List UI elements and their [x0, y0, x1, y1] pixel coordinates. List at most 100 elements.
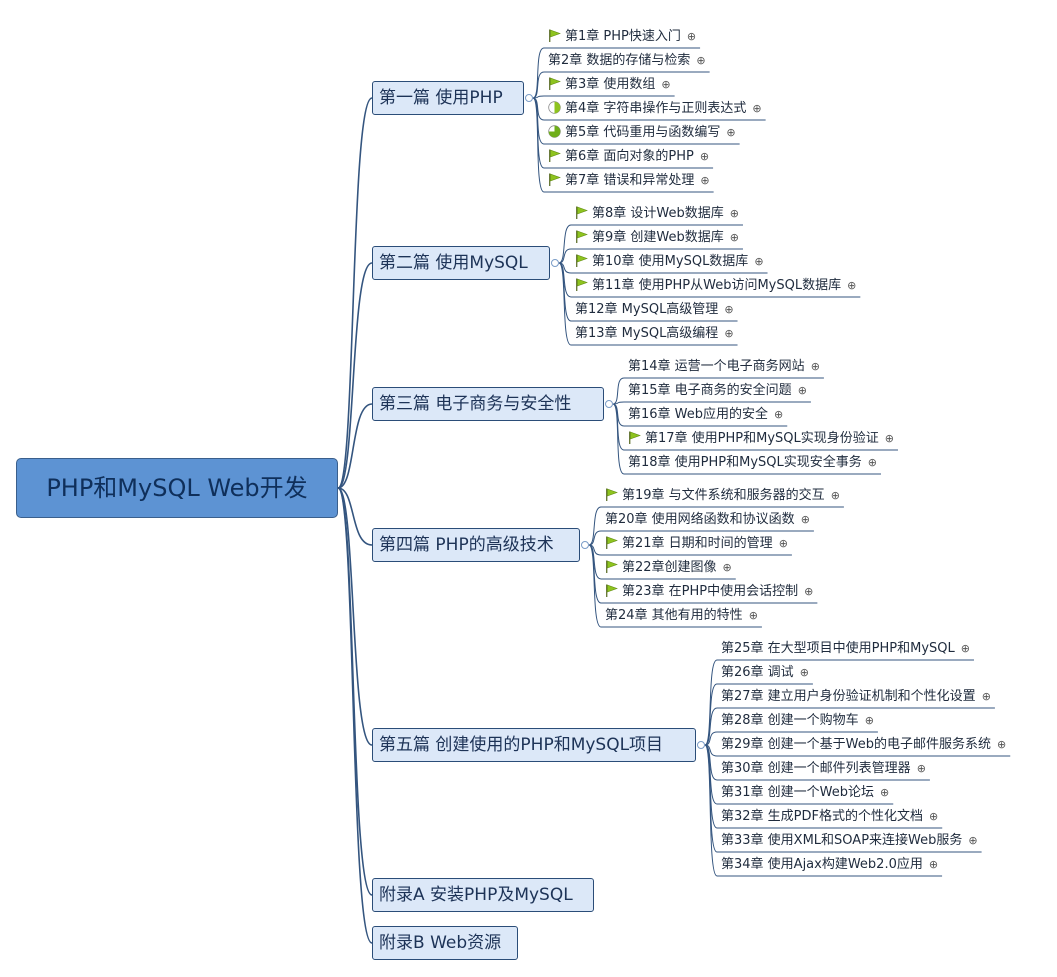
subtopic-label: 第24章 其他有用的特性 [605, 608, 743, 623]
subtopic-part1-7[interactable]: 第7章 错误和异常处理⊕ [544, 170, 714, 192]
collapse-toggle-icon[interactable] [697, 741, 705, 749]
main-topic-7[interactable]: 附录B Web资源 [372, 926, 518, 960]
subtopic-part3-2[interactable]: 第15章 电子商务的安全问题⊕ [624, 380, 811, 402]
subtopic-label: 第2章 数据的存储与检索 [548, 53, 691, 68]
collapse-toggle-icon[interactable] [551, 259, 559, 267]
expand-plus-icon[interactable]: ⊕ [810, 360, 820, 373]
subtopic-part1-3[interactable]: 第3章 使用数组⊕ [544, 74, 675, 96]
green-flag-icon [576, 206, 588, 219]
expand-plus-icon[interactable]: ⊕ [686, 30, 697, 43]
subtopic-part5-4[interactable]: 第28章 创建一个购物车 ⊕ [717, 710, 878, 732]
link-part2-sub3 [558, 262, 572, 274]
subtopic-part4-5[interactable]: 第23章 在PHP中使用会话控制⊕ [601, 581, 817, 603]
expand-plus-icon[interactable]: ⊕ [880, 786, 890, 799]
subtopic-part2-2[interactable]: 第9章 创建Web数据库⊕ [571, 227, 743, 249]
expand-plus-icon[interactable]: ⊕ [804, 585, 814, 598]
subtopic-part5-7[interactable]: 第31章 创建一个Web论坛⊕ [717, 782, 893, 804]
main-topic-2[interactable]: 第二篇 使用MySQL [372, 246, 550, 280]
main-topic-6[interactable]: 附录A 安装PHP及MySQL [372, 878, 594, 912]
subtopic-part2-5[interactable]: 第12章 MySQL高级管理⊕ [571, 299, 738, 321]
subtopic-part1-2[interactable]: 第2章 数据的存储与检索 ⊕ [544, 50, 710, 72]
expand-plus-icon[interactable]: ⊕ [774, 408, 784, 421]
expand-plus-icon[interactable]: ⊕ [800, 513, 810, 526]
subtopic-part4-1[interactable]: 第19章 与文件系统和服务器的交互⊕ [601, 485, 844, 507]
link-part4-sub5 [588, 544, 602, 604]
subtopic-label: 第28章 创建一个购物车 [721, 713, 859, 728]
expand-plus-icon[interactable]: ⊕ [797, 384, 807, 397]
green-flag-icon [549, 77, 561, 90]
expand-plus-icon[interactable]: ⊕ [968, 834, 978, 847]
expand-plus-icon[interactable]: ⊕ [864, 714, 874, 727]
subtopic-label: 第32章 生成PDF格式的个性化文档 [721, 809, 924, 824]
subtopic-part1-5[interactable]: 第5章 代码重用与函数编写 ⊕ [544, 122, 740, 144]
subtopic-label: 第5章 代码重用与函数编写 [565, 125, 721, 140]
subtopic-part2-1[interactable]: 第8章 设计Web数据库⊕ [571, 203, 743, 225]
expand-plus-icon[interactable]: ⊕ [867, 456, 877, 469]
subtopic-part3-4[interactable]: 第17章 使用PHP和MySQL实现身份验证⊕ [624, 428, 898, 450]
central-topic[interactable]: PHP和MySQL Web开发 [16, 458, 338, 518]
subtopic-part5-10[interactable]: 第34章 使用Ajax构建Web2.0应用⊕ [717, 854, 942, 876]
expand-plus-icon[interactable]: ⊕ [696, 54, 706, 67]
collapse-toggle-icon[interactable] [525, 94, 533, 102]
expand-plus-icon[interactable]: ⊕ [778, 537, 788, 550]
expand-plus-icon[interactable]: ⊕ [661, 78, 671, 91]
main-topic-5[interactable]: 第五篇 创建使用的PHP和MySQL项目 [372, 728, 696, 762]
subtopic-label: 第4章 字符串操作与正则表达式 [565, 101, 747, 116]
subtopic-part5-9[interactable]: 第33章 使用XML和SOAP来连接Web服务⊕ [717, 830, 982, 852]
subtopic-part5-3[interactable]: 第27章 建立用户身份验证机制和个性化设置⊕ [717, 686, 995, 708]
subtopic-part5-8[interactable]: 第32章 生成PDF格式的个性化文档 ⊕ [717, 806, 942, 828]
collapse-toggle-icon[interactable] [605, 400, 613, 408]
subtopic-part1-6[interactable]: 第6章 面向对象的PHP ⊕ [544, 146, 713, 168]
expand-plus-icon[interactable]: ⊕ [929, 810, 939, 823]
subtopic-part2-6[interactable]: 第13章 MySQL高级编程⊕ [571, 323, 738, 345]
expand-plus-icon[interactable]: ⊕ [752, 102, 762, 115]
subtopic-label: 第18章 使用PHP和MySQL实现安全事务 [628, 455, 862, 470]
main-topic-1[interactable]: 第一篇 使用PHP [372, 81, 524, 115]
subtopic-part4-2[interactable]: 第20章 使用网络函数和协议函数⊕ [601, 509, 814, 531]
expand-plus-icon[interactable]: ⊕ [884, 432, 894, 445]
expand-plus-icon[interactable]: ⊕ [847, 279, 857, 292]
main-topic-4[interactable]: 第四篇 PHP的高级技术 [372, 528, 580, 562]
expand-plus-icon[interactable]: ⊕ [928, 858, 939, 871]
expand-plus-icon[interactable]: ⊕ [830, 489, 840, 502]
subtopic-label: 第30章 创建一个邮件列表管理器 [721, 761, 911, 776]
expand-plus-icon[interactable]: ⊕ [700, 174, 710, 187]
expand-plus-icon[interactable]: ⊕ [722, 561, 732, 574]
subtopic-part2-4[interactable]: 第11章 使用PHP从Web访问MySQL数据库⊕ [571, 275, 860, 297]
subtopic-part5-1[interactable]: 第25章 在大型项目中使用PHP和MySQL⊕ [717, 638, 974, 660]
expand-plus-icon[interactable]: ⊕ [960, 642, 970, 655]
expand-plus-icon[interactable]: ⊕ [981, 690, 991, 703]
link-part1-sub3 [532, 95, 545, 99]
subtopic-part3-3[interactable]: 第16章 Web应用的安全⊕ [624, 404, 787, 426]
expand-plus-icon[interactable]: ⊕ [997, 738, 1007, 751]
collapse-toggle-icon[interactable] [581, 541, 589, 549]
subtopic-part3-1[interactable]: 第14章 运营一个电子商务网站⊕ [624, 356, 824, 378]
subtopic-part4-4[interactable]: 第22章创建图像⊕ [601, 557, 736, 579]
expand-plus-icon[interactable]: ⊕ [748, 609, 758, 622]
subtopic-part5-2[interactable]: 第26章 调试⊕ [717, 662, 813, 684]
subtopic-part5-6[interactable]: 第30章 创建一个邮件列表管理器 ⊕ [717, 758, 930, 780]
subtopic-part1-4[interactable]: 第4章 字符串操作与正则表达式 ⊕ [544, 98, 766, 120]
link-part5-sub5 [704, 744, 718, 757]
expand-plus-icon[interactable]: ⊕ [729, 231, 739, 244]
subtopic-part3-5[interactable]: 第18章 使用PHP和MySQL实现安全事务 ⊕ [624, 452, 881, 474]
link-part5-sub8 [704, 744, 718, 829]
expand-plus-icon[interactable]: ⊕ [799, 666, 809, 679]
subtopic-part2-3[interactable]: 第10章 使用MySQL数据库⊕ [571, 251, 768, 273]
expand-plus-icon[interactable]: ⊕ [754, 255, 764, 268]
expand-plus-icon[interactable]: ⊕ [729, 207, 739, 220]
subtopic-part4-6[interactable]: 第24章 其他有用的特性 ⊕ [601, 605, 762, 627]
subtopic-part4-3[interactable]: 第21章 日期和时间的管理⊕ [601, 533, 792, 555]
green-flag-icon [549, 173, 561, 186]
link-part4-sub2 [588, 530, 602, 546]
subtopic-label: 第6章 面向对象的PHP [565, 149, 694, 164]
subtopic-part5-5[interactable]: 第29章 创建一个基于Web的电子邮件服务系统⊕ [717, 734, 1010, 756]
expand-plus-icon[interactable]: ⊕ [724, 327, 734, 340]
main-topic-3[interactable]: 第三篇 电子商务与安全性 [372, 387, 604, 421]
expand-plus-icon[interactable]: ⊕ [699, 150, 710, 163]
expand-plus-icon[interactable]: ⊕ [724, 303, 734, 316]
link-part1-sub1 [532, 47, 545, 99]
expand-plus-icon[interactable]: ⊕ [916, 762, 926, 775]
expand-plus-icon[interactable]: ⊕ [726, 126, 736, 139]
subtopic-part1-1[interactable]: 第1章 PHP快速入门⊕ [544, 26, 700, 48]
